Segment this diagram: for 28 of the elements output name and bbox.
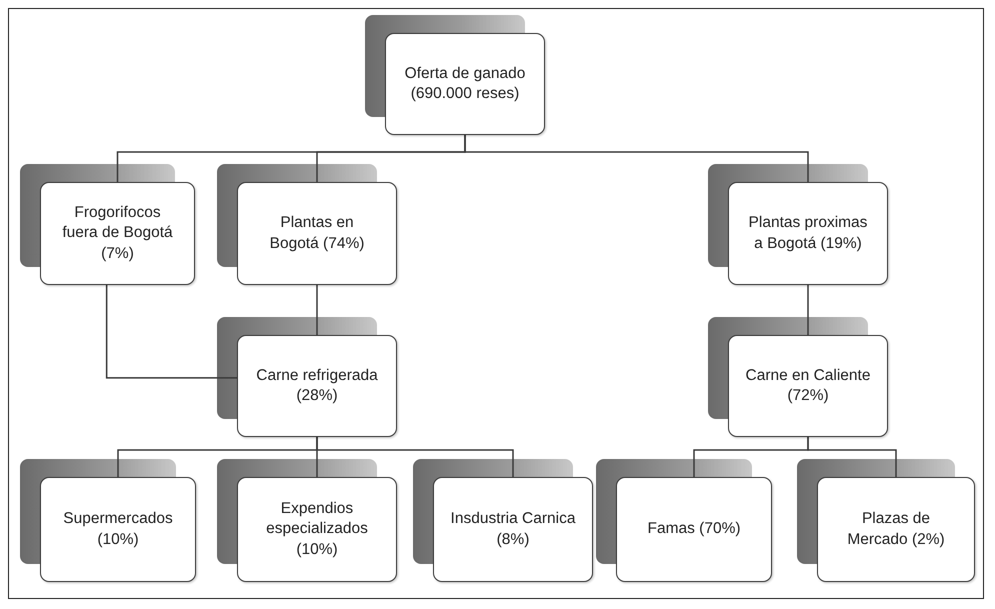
connector-line bbox=[807, 437, 897, 477]
box-label: Oferta de ganado (690.000 reses) bbox=[404, 64, 526, 104]
box-label: Carne en Caliente (72%) bbox=[745, 366, 871, 406]
org-box bbox=[433, 477, 593, 582]
connector-line bbox=[316, 285, 318, 335]
box-label: Supermercados (10%) bbox=[62, 509, 174, 550]
org-box bbox=[40, 182, 195, 285]
box-label: Plantas proximas a Bogotá (19%) bbox=[748, 213, 868, 254]
box-label: Plantas en Bogotá (74%) bbox=[268, 213, 366, 254]
box-label: Frogorifocos fuera de Bogotá (7%) bbox=[61, 203, 174, 264]
connector-line bbox=[106, 285, 237, 379]
box-label: Insdustria Carnica (8%) bbox=[450, 509, 576, 550]
org-box bbox=[237, 335, 397, 437]
connector-line bbox=[807, 285, 809, 335]
org-box bbox=[817, 477, 975, 582]
connector-line bbox=[464, 135, 809, 182]
box-label: Plazas de Mercado (2%) bbox=[846, 509, 946, 550]
org-box bbox=[728, 335, 888, 437]
org-box bbox=[237, 182, 397, 285]
org-box bbox=[237, 477, 397, 582]
box-label: Expendios especializados (10%) bbox=[265, 499, 369, 560]
org-box bbox=[728, 182, 888, 285]
org-box bbox=[385, 33, 545, 135]
box-label: Famas (70%) bbox=[647, 519, 741, 540]
box-label: Carne refrigerada (28%) bbox=[255, 366, 379, 406]
connector-line bbox=[316, 437, 514, 477]
org-box bbox=[40, 477, 196, 582]
org-box bbox=[616, 477, 772, 582]
